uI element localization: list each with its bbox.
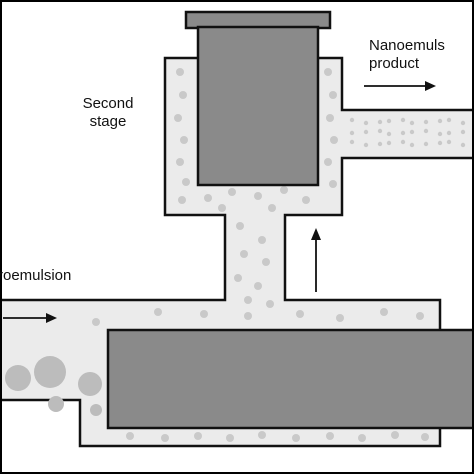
droplet	[280, 186, 288, 194]
droplet	[326, 432, 334, 440]
droplet	[377, 141, 383, 147]
droplet	[460, 129, 466, 135]
droplet	[446, 139, 452, 145]
droplet	[437, 118, 443, 124]
product-label-line1: Nanoemuls	[369, 37, 445, 54]
droplet	[254, 282, 262, 290]
droplet	[377, 128, 383, 134]
droplet	[349, 117, 355, 123]
droplet	[78, 372, 102, 396]
droplet	[302, 196, 310, 204]
flow-arrow-right-icon	[364, 81, 436, 91]
droplet	[446, 117, 452, 123]
droplet	[292, 434, 300, 442]
droplet	[228, 188, 236, 196]
droplet	[182, 178, 190, 186]
droplet	[409, 120, 415, 126]
droplet	[226, 434, 234, 442]
droplet	[423, 128, 429, 134]
droplet	[400, 117, 406, 123]
droplet	[421, 433, 429, 441]
droplet	[34, 356, 66, 388]
droplet	[336, 314, 344, 322]
droplet	[296, 310, 304, 318]
droplet	[386, 140, 392, 146]
droplet	[386, 131, 392, 137]
droplet	[268, 204, 276, 212]
droplet	[258, 431, 266, 439]
droplet	[446, 130, 452, 136]
droplet	[329, 180, 337, 188]
droplet	[266, 300, 274, 308]
product-label-line2: product	[369, 55, 420, 72]
first-stage-piston	[106, 328, 474, 430]
droplet	[437, 140, 443, 146]
droplet	[254, 192, 262, 200]
flow-arrow-right-icon	[3, 313, 57, 323]
inlet-label: roemulsion	[0, 267, 72, 284]
droplet	[377, 119, 383, 125]
droplet	[179, 91, 187, 99]
droplet	[358, 434, 366, 442]
second-stage-valve-cap	[184, 10, 332, 30]
droplet	[416, 312, 424, 320]
droplet	[154, 308, 162, 316]
droplet	[234, 274, 242, 282]
droplet	[194, 432, 202, 440]
droplet	[324, 68, 332, 76]
droplet	[460, 120, 466, 126]
droplet	[324, 158, 332, 166]
droplet	[48, 396, 64, 412]
droplet	[258, 236, 266, 244]
droplet	[244, 312, 252, 320]
droplet	[176, 68, 184, 76]
droplet	[240, 250, 248, 258]
droplet-group	[5, 68, 466, 442]
droplet	[330, 136, 338, 144]
droplet	[409, 142, 415, 148]
second-stage-label-line2: stage	[89, 113, 127, 130]
droplet	[174, 114, 182, 122]
droplet	[244, 296, 252, 304]
droplet	[437, 131, 443, 137]
droplet	[5, 365, 31, 391]
droplet	[218, 204, 226, 212]
droplet	[400, 139, 406, 145]
droplet	[180, 136, 188, 144]
droplet	[90, 404, 102, 416]
droplet	[326, 114, 334, 122]
droplet	[363, 120, 369, 126]
product-label: Nanoemuls product	[369, 37, 445, 73]
second-stage-label: Second stage	[60, 95, 156, 131]
droplet	[161, 434, 169, 442]
droplet	[126, 432, 134, 440]
droplet	[380, 308, 388, 316]
droplet	[423, 141, 429, 147]
droplet	[236, 222, 244, 230]
droplet	[349, 130, 355, 136]
droplet	[460, 142, 466, 148]
droplet	[200, 310, 208, 318]
droplet	[92, 318, 100, 326]
droplet	[423, 119, 429, 125]
droplet	[363, 129, 369, 135]
second-stage-label-line1: Second	[82, 95, 134, 112]
droplet	[178, 196, 186, 204]
flow-arrow-up-icon	[311, 228, 321, 292]
droplet	[349, 139, 355, 145]
droplet	[329, 91, 337, 99]
droplet	[176, 158, 184, 166]
droplet	[409, 129, 415, 135]
droplet	[391, 431, 399, 439]
droplet	[262, 258, 270, 266]
droplet	[386, 118, 392, 124]
second-stage-valve	[196, 25, 320, 187]
droplet	[363, 142, 369, 148]
droplet	[400, 130, 406, 136]
droplet	[204, 194, 212, 202]
